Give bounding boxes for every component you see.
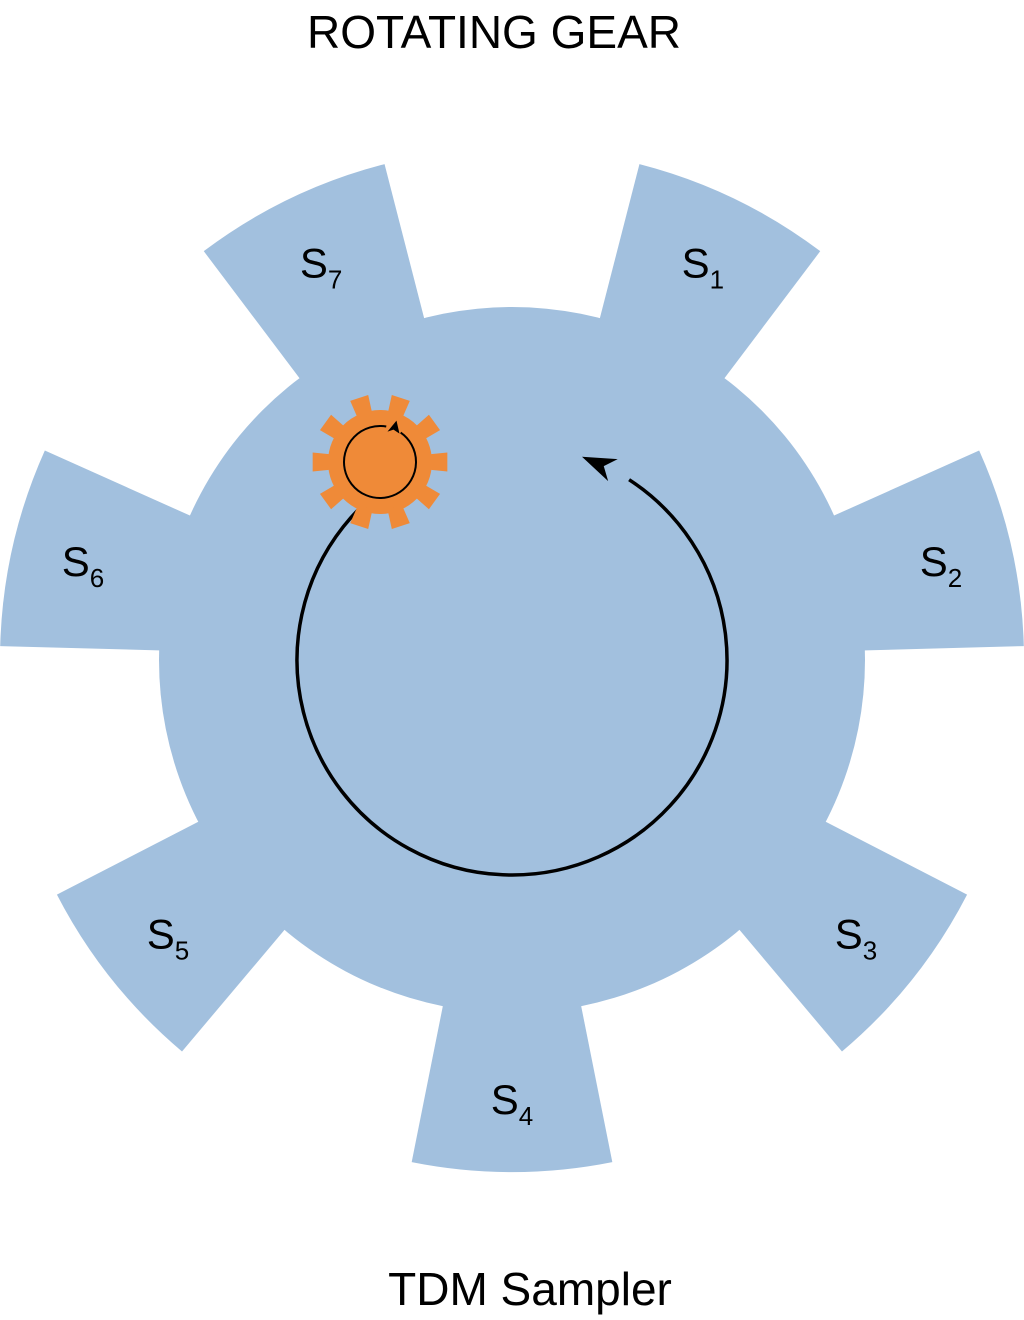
small-gear-tooth: [350, 504, 373, 529]
gear-tooth-s3: [734, 818, 968, 1052]
rotating-gear: [0, 164, 1024, 1172]
slot-label-s3: S3: [835, 910, 877, 965]
slot-subscript: 5: [175, 935, 189, 965]
slot-label-s5: S5: [147, 910, 189, 965]
gear-teeth: [0, 164, 1024, 1172]
slot-label-s7: S7: [300, 240, 342, 295]
slot-subscript: 3: [863, 935, 877, 965]
slot-subscript: 4: [519, 1101, 533, 1131]
slot-subscript: 1: [710, 265, 724, 295]
gear-tooth-s7: [203, 164, 427, 385]
diagram-title: ROTATING GEAR: [307, 6, 681, 58]
slot-letter: S: [835, 910, 863, 957]
small-gear-tooth: [319, 483, 347, 510]
gear-tooth-s4: [411, 998, 613, 1172]
small-gear-tooth: [350, 395, 373, 420]
small-gear-tooth: [387, 395, 410, 420]
slot-letter: S: [682, 240, 710, 287]
slot-letter: S: [491, 1076, 519, 1123]
diagram-caption: TDM Sampler: [388, 1263, 672, 1315]
small-gear-icon: [312, 395, 448, 529]
gear-tooth-s2: [826, 450, 1024, 651]
slot-subscript: 2: [948, 563, 962, 593]
rotation-arrowhead-icon: [581, 456, 618, 482]
slot-label-s4: S4: [491, 1076, 533, 1131]
small-gear-tooth: [387, 504, 410, 529]
small-gear-tooth: [319, 414, 347, 441]
small-gear-tooth: [312, 452, 333, 472]
slot-label-s1: S1: [682, 240, 724, 295]
slot-letter: S: [920, 538, 948, 585]
small-rotation-arrow: [343, 425, 417, 499]
slot-label-s2: S2: [920, 538, 962, 593]
small-gear-tooth: [413, 414, 441, 441]
gear-tooth-s5: [56, 818, 290, 1052]
small-gear-tooth: [413, 483, 441, 510]
slot-subscript: 7: [328, 265, 342, 295]
small-arrowhead-icon: [387, 420, 400, 434]
slot-letter: S: [147, 910, 175, 957]
gear-tooth-s6: [0, 450, 198, 651]
small-gear-tooth: [427, 452, 448, 472]
slot-label-s6: S6: [62, 538, 104, 593]
slot-subscript: 6: [90, 563, 104, 593]
rotation-arrow: [295, 468, 729, 877]
slot-letter: S: [62, 538, 90, 585]
gear-tooth-s1: [597, 164, 821, 385]
slot-letter: S: [300, 240, 328, 287]
